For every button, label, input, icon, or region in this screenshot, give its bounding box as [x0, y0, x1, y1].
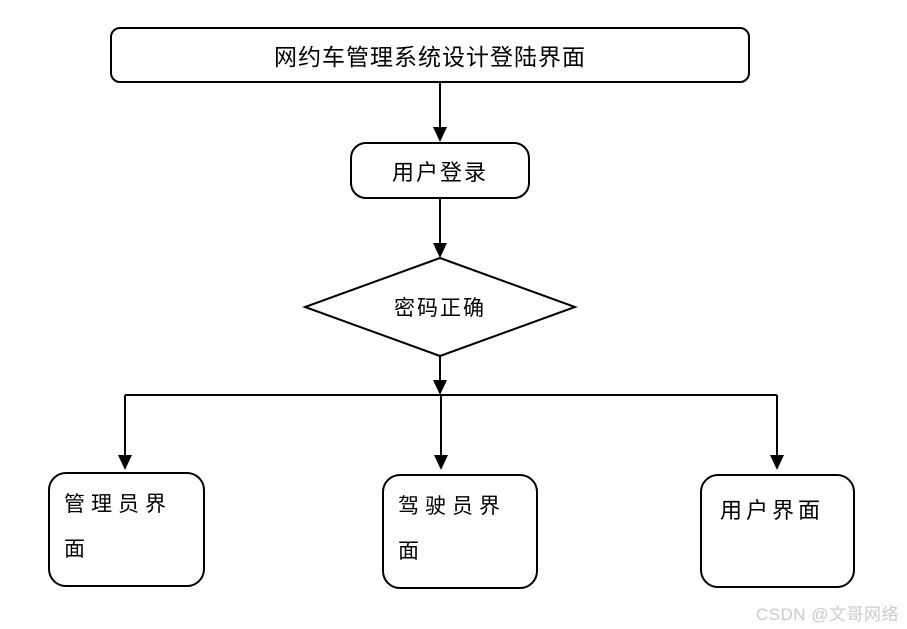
arrowhead-driver [434, 455, 448, 470]
node-driver-label: 驾驶员界面 [398, 494, 506, 563]
arrowhead-decision [433, 243, 447, 258]
node-user-interface: 用户界面 [700, 474, 855, 588]
node-decision-label: 密码正确 [394, 296, 486, 320]
node-login-label: 用户登录 [391, 159, 488, 185]
node-driver-interface: 驾驶员界面 [382, 474, 538, 589]
node-admin-label: 管理员界面 [64, 492, 172, 561]
node-title-label: 网约车管理系统设计登陆界面 [274, 45, 586, 70]
arrowhead-admin [118, 455, 132, 470]
node-decision: 密码正确 [305, 258, 575, 356]
decision-diamond-shape [302, 256, 578, 358]
node-user-label: 用户界面 [720, 498, 825, 523]
arrowhead-login [433, 127, 447, 142]
node-title: 网约车管理系统设计登陆界面 [110, 27, 750, 83]
node-login: 用户登录 [350, 142, 530, 199]
node-admin-interface: 管理员界面 [48, 472, 205, 587]
arrowhead-user [770, 455, 784, 470]
csdn-watermark: CSDN @文哥网络 [755, 605, 899, 624]
arrowhead-junction [433, 380, 447, 395]
